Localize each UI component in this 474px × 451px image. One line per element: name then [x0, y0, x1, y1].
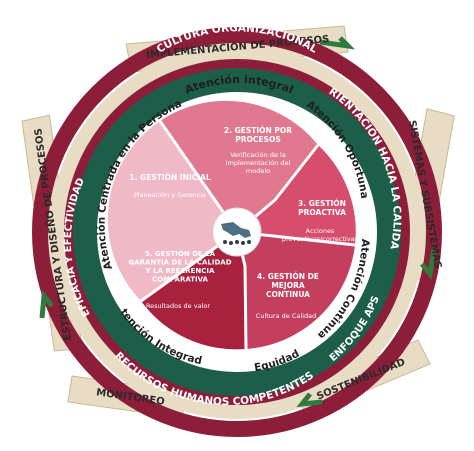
segment-dividers	[140, 120, 356, 350]
segment-1-text: 1. GESTIÓN INICIAL Planeación y Gerencia	[129, 173, 210, 199]
outer-maroon-ring	[32, 27, 442, 437]
inner-segments	[107, 100, 356, 350]
arrow-up-icon	[39, 289, 54, 319]
mexico-map-with-people-icon	[221, 222, 251, 245]
segment-5-shape	[141, 232, 246, 350]
segment-1-subtitle: Planeación y Gerencia	[134, 191, 206, 199]
segment-3-shape	[237, 145, 356, 245]
arrow-down-icon	[420, 249, 437, 280]
inner-maroon-ring	[64, 59, 410, 405]
arrow-left-icon	[296, 392, 323, 408]
segment-1-title: 1. GESTIÓN INICIAL	[129, 173, 210, 182]
green-ring	[73, 68, 401, 396]
segment-5-subtitle: Resultados de valor	[146, 302, 210, 310]
segment-4-shape	[237, 232, 355, 349]
arrow-right-icon	[319, 36, 356, 50]
segment-2-shape	[160, 100, 318, 233]
inner-beige-gap	[50, 45, 424, 419]
segment-4-subtitle: Cultura de Calidad	[256, 312, 316, 320]
segment-1-shape	[107, 121, 237, 301]
